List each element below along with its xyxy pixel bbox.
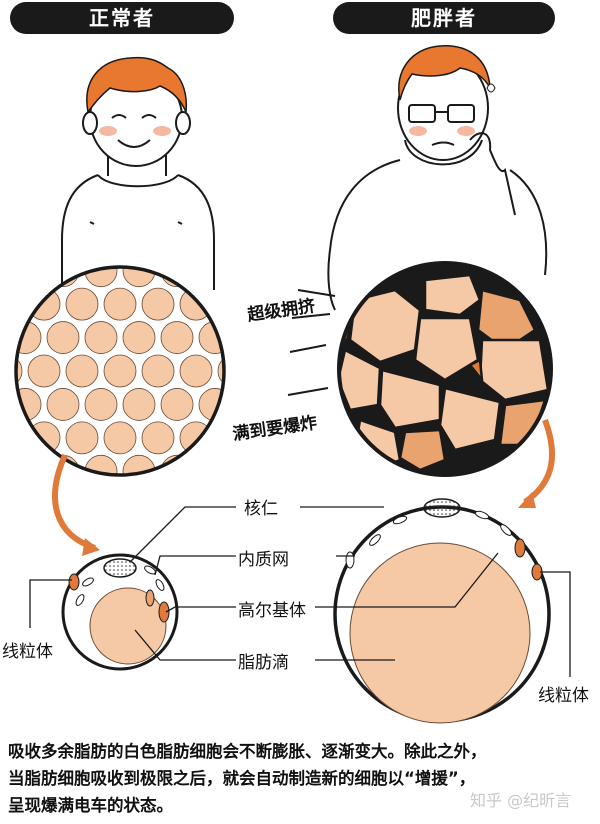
nucleolus-label: 核仁 (244, 499, 278, 519)
watermark: 知乎 @纪昕言 (470, 791, 572, 810)
fat-cell (160, 454, 194, 475)
er-label: 内质网 (238, 550, 289, 570)
fat-cell (46, 321, 80, 354)
fat-cell (122, 388, 156, 421)
fat-cell (141, 287, 175, 321)
fat-cell (65, 421, 99, 455)
mitochondria-left-label: 线粒体 (2, 642, 53, 662)
fat-cell (46, 388, 80, 421)
fat-cell (27, 354, 61, 388)
left-arrow (52, 453, 96, 551)
fat-cell (65, 354, 99, 388)
fat-cell (160, 388, 194, 421)
caption-line-2: 当脂肪细胞吸收到极限之后，就会自动制造新的细胞以“增援”， (8, 769, 476, 788)
normal-fat-tissue (14, 265, 226, 477)
fat-cell (103, 421, 137, 455)
pressure-lines (287, 289, 336, 396)
fat-cell (65, 287, 99, 321)
fat-cell (122, 321, 156, 354)
fat-cell (103, 287, 137, 321)
fat-cell (179, 354, 213, 388)
large-fat-cell (333, 498, 551, 724)
fat-cell (103, 354, 137, 388)
lipid-droplet-label: 脂肪滴 (238, 653, 289, 673)
caption-line-1: 吸收多余脂肪的白色脂肪细胞会不断膨胀、逐渐变大。除此之外， (8, 742, 487, 761)
obese-person-header: 肥胖者 (333, 2, 555, 34)
fat-cell (160, 267, 194, 288)
normal-person-figure (61, 69, 215, 290)
caption: 吸收多余脂肪的白色脂肪细胞会不断膨胀、逐渐变大。除此之外， 当脂肪细胞吸收到极限… (8, 738, 598, 819)
fat-cell (141, 354, 175, 388)
caption-line-3: 呈现爆满电车的状态。 (8, 796, 173, 815)
fat-cell (84, 388, 118, 421)
obese-fat-tissue (337, 261, 553, 477)
normal-person-header: 正常者 (10, 2, 234, 34)
obese-hair (398, 45, 491, 101)
normal-hair (86, 56, 188, 114)
fat-cell (160, 321, 194, 354)
mitochondria-right-label: 线粒体 (538, 686, 589, 706)
small-fat-cell (61, 553, 179, 671)
golgi-label: 高尔基体 (238, 601, 306, 621)
fat-cell (217, 354, 224, 388)
fat-cell (16, 354, 23, 388)
fat-cell (141, 421, 175, 455)
fat-cell (84, 321, 118, 354)
leader-lines (29, 506, 571, 677)
